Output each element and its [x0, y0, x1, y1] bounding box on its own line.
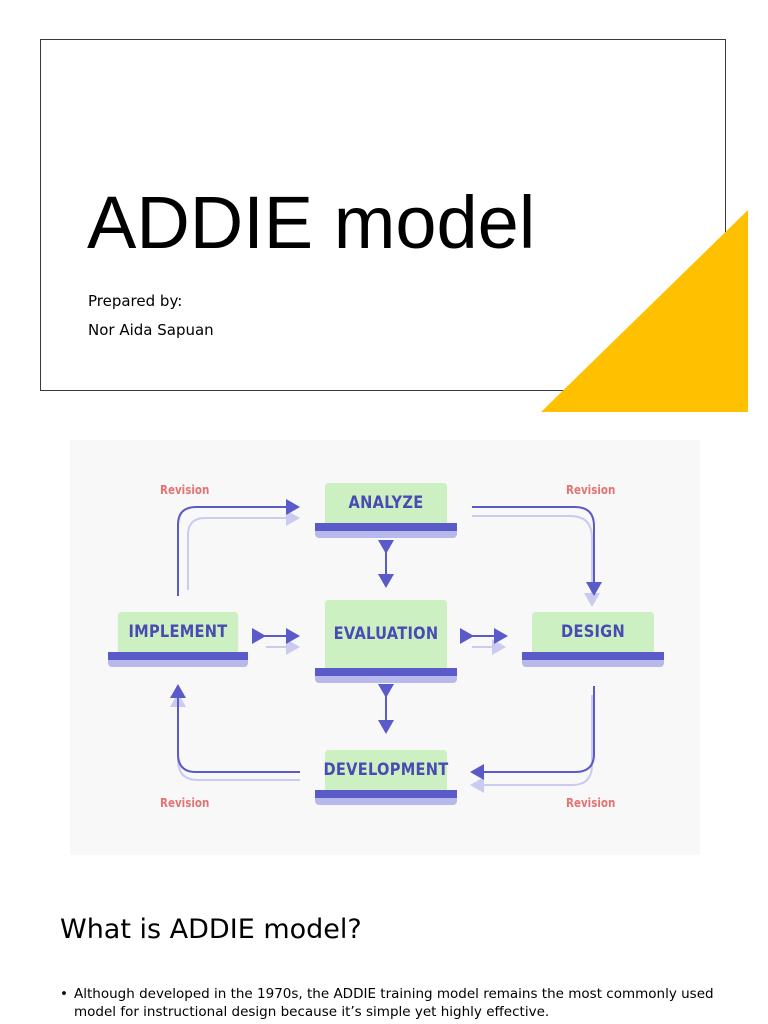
- analyze-to-design-arrow: [472, 506, 602, 596]
- revision-label-top-left: Revision: [160, 483, 210, 497]
- phase-design: DESIGN: [522, 612, 664, 672]
- revision-label-top-right: Revision: [566, 483, 616, 497]
- phase-development: DEVELOPMENT: [315, 750, 457, 810]
- section-heading: What is ADDIE model?: [60, 914, 362, 945]
- author-name: Nor Aida Sapuan: [88, 321, 214, 339]
- diagram-arrows: [170, 499, 602, 793]
- implement-to-analyze-arrow: [177, 499, 300, 596]
- accent-triangle: [541, 210, 748, 412]
- phase-design-label: DESIGN: [531, 612, 655, 652]
- revision-label-bottom-left: Revision: [160, 796, 210, 810]
- arrow-lines: [170, 499, 602, 780]
- phase-implement: IMPLEMENT: [108, 612, 248, 672]
- phase-evaluation-label: EVALUATION: [324, 600, 448, 668]
- phase-development-label: DEVELOPMENT: [324, 750, 448, 790]
- title-slide: ADDIE model Prepared by: Nor Aida Sapuan: [0, 0, 768, 420]
- bullet-text: Although developed in the 1970s, the ADD…: [74, 986, 714, 1020]
- bullet-dot: •: [60, 986, 68, 1002]
- design-to-development-arrow: [470, 686, 595, 780]
- revision-label-bottom-right: Revision: [566, 796, 616, 810]
- phase-implement-label: IMPLEMENT: [117, 612, 239, 652]
- bullet-item: • Although developed in the 1970s, the A…: [60, 985, 750, 1021]
- prepared-by-label: Prepared by:: [88, 292, 183, 310]
- development-to-implement-arrow: [170, 684, 300, 773]
- title-frame: [40, 39, 726, 391]
- slide-title: ADDIE model: [87, 181, 536, 264]
- addie-diagram: ANALYZE IMPLEMENT EVALUATION DESIGN DEVE…: [70, 440, 700, 855]
- phase-analyze: ANALYZE: [315, 483, 457, 543]
- phase-analyze-label: ANALYZE: [324, 483, 448, 523]
- phase-evaluation: EVALUATION: [315, 600, 457, 688]
